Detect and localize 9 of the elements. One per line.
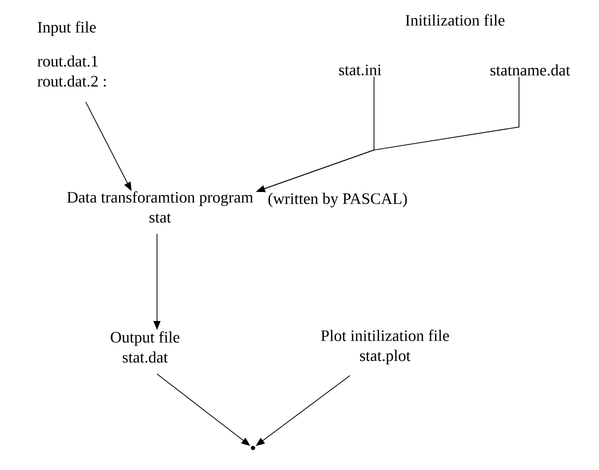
group-heading: Initilization file <box>406 14 504 26</box>
note-text: (written by PASCAL) <box>268 192 407 208</box>
file-label: Data transforamtion program stat <box>67 191 254 223</box>
file-list: Input file rout.dat.1 rout.dat.2 : <box>38 21 106 87</box>
file-label: statname.dat <box>490 64 570 76</box>
point-marker <box>250 446 256 450</box>
file-label: Output file stat.dat <box>110 331 180 363</box>
file-label: stat.ini <box>339 64 382 76</box>
file-label: Plot initilization file stat.plot <box>321 330 449 364</box>
